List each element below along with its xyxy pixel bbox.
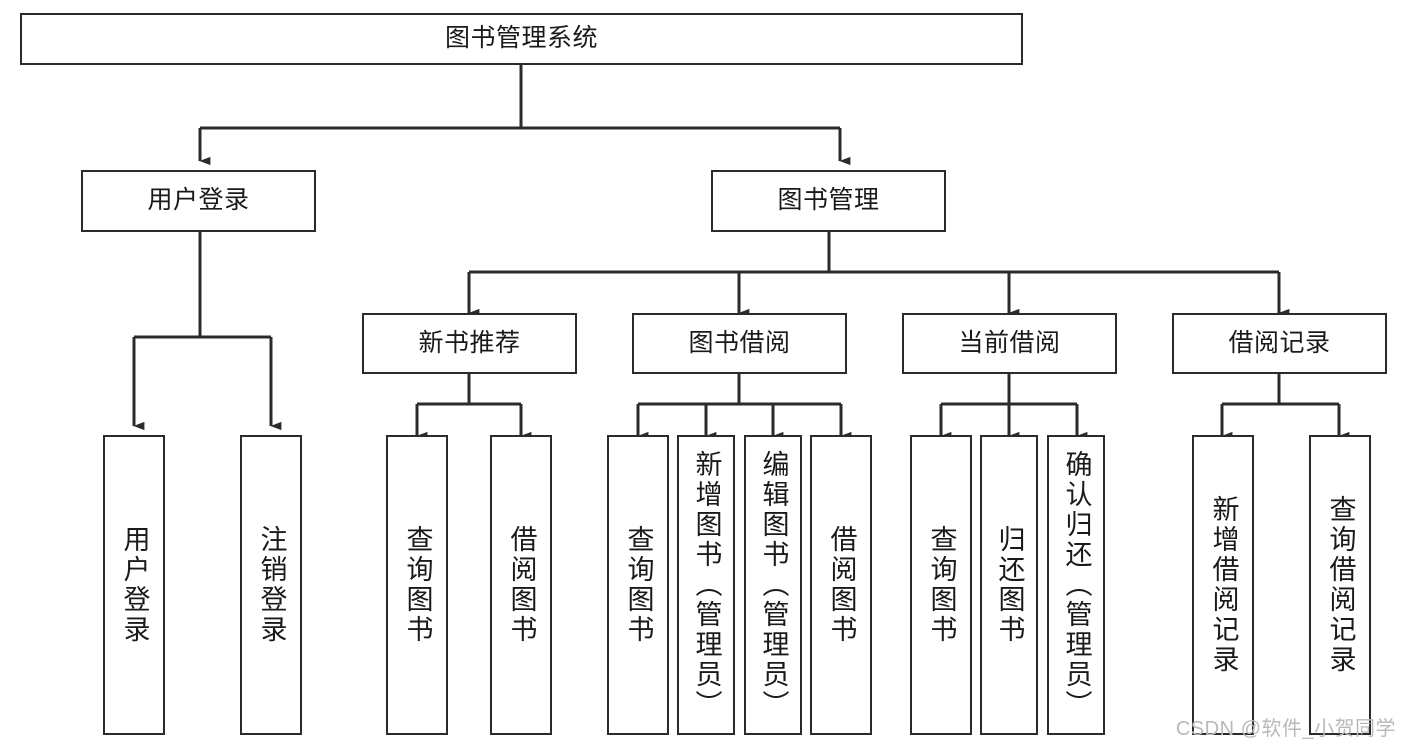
node-label: 确认归还（管理员）: [1061, 450, 1092, 720]
node-label: 用户登录: [147, 186, 250, 215]
leaf-user-login-signout[interactable]: 注销登录: [240, 435, 302, 735]
node-label: 查询图书: [402, 525, 433, 645]
node-label: 新增借阅记录: [1208, 495, 1239, 675]
node-label: 新增图书（管理员）: [691, 450, 722, 720]
leaf-new-book-borrow-book[interactable]: 借阅图书: [490, 435, 552, 735]
node-label: 借阅记录: [1228, 328, 1331, 357]
node-label: 图书管理系统: [444, 24, 598, 53]
leaf-record-add-record[interactable]: 新增借阅记录: [1192, 435, 1254, 735]
node-label: 归还图书: [994, 525, 1025, 645]
node-book-borrowing[interactable]: 图书借阅: [632, 313, 847, 374]
node-label: 图书借阅: [688, 328, 791, 357]
leaf-borrow-add-book-admin[interactable]: 新增图书（管理员）: [677, 435, 735, 735]
node-new-book-recommendation[interactable]: 新书推荐: [362, 313, 577, 374]
node-borrowing-record[interactable]: 借阅记录: [1172, 313, 1387, 374]
leaf-user-login-signin[interactable]: 用户登录: [103, 435, 165, 735]
node-user-login[interactable]: 用户登录: [81, 170, 316, 232]
leaf-new-book-query-book[interactable]: 查询图书: [386, 435, 448, 735]
node-label: 借阅图书: [506, 525, 537, 645]
node-label: 借阅图书: [826, 525, 857, 645]
leaf-current-confirm-return-admin[interactable]: 确认归还（管理员）: [1047, 435, 1105, 735]
node-label: 当前借阅: [958, 328, 1061, 357]
leaf-current-return-book[interactable]: 归还图书: [980, 435, 1038, 735]
node-label: 图书管理: [777, 186, 880, 215]
leaf-current-query-book[interactable]: 查询图书: [910, 435, 972, 735]
node-label: 注销登录: [256, 525, 287, 645]
leaf-borrow-borrow-book[interactable]: 借阅图书: [810, 435, 872, 735]
node-label: 查询借阅记录: [1325, 495, 1356, 675]
node-root-book-management-system[interactable]: 图书管理系统: [20, 13, 1023, 65]
node-label: 查询图书: [926, 525, 957, 645]
node-current-borrowing[interactable]: 当前借阅: [902, 313, 1117, 374]
node-label: 用户登录: [119, 525, 150, 645]
node-label: 查询图书: [623, 525, 654, 645]
leaf-borrow-edit-book-admin[interactable]: 编辑图书（管理员）: [744, 435, 802, 735]
watermark-text: CSDN @软件_小贺同学: [1175, 718, 1396, 740]
leaf-record-query-record[interactable]: 查询借阅记录: [1309, 435, 1371, 735]
leaf-borrow-query-book[interactable]: 查询图书: [607, 435, 669, 735]
node-label: 编辑图书（管理员）: [758, 450, 789, 720]
node-label: 新书推荐: [418, 328, 521, 357]
node-book-management[interactable]: 图书管理: [711, 170, 946, 232]
